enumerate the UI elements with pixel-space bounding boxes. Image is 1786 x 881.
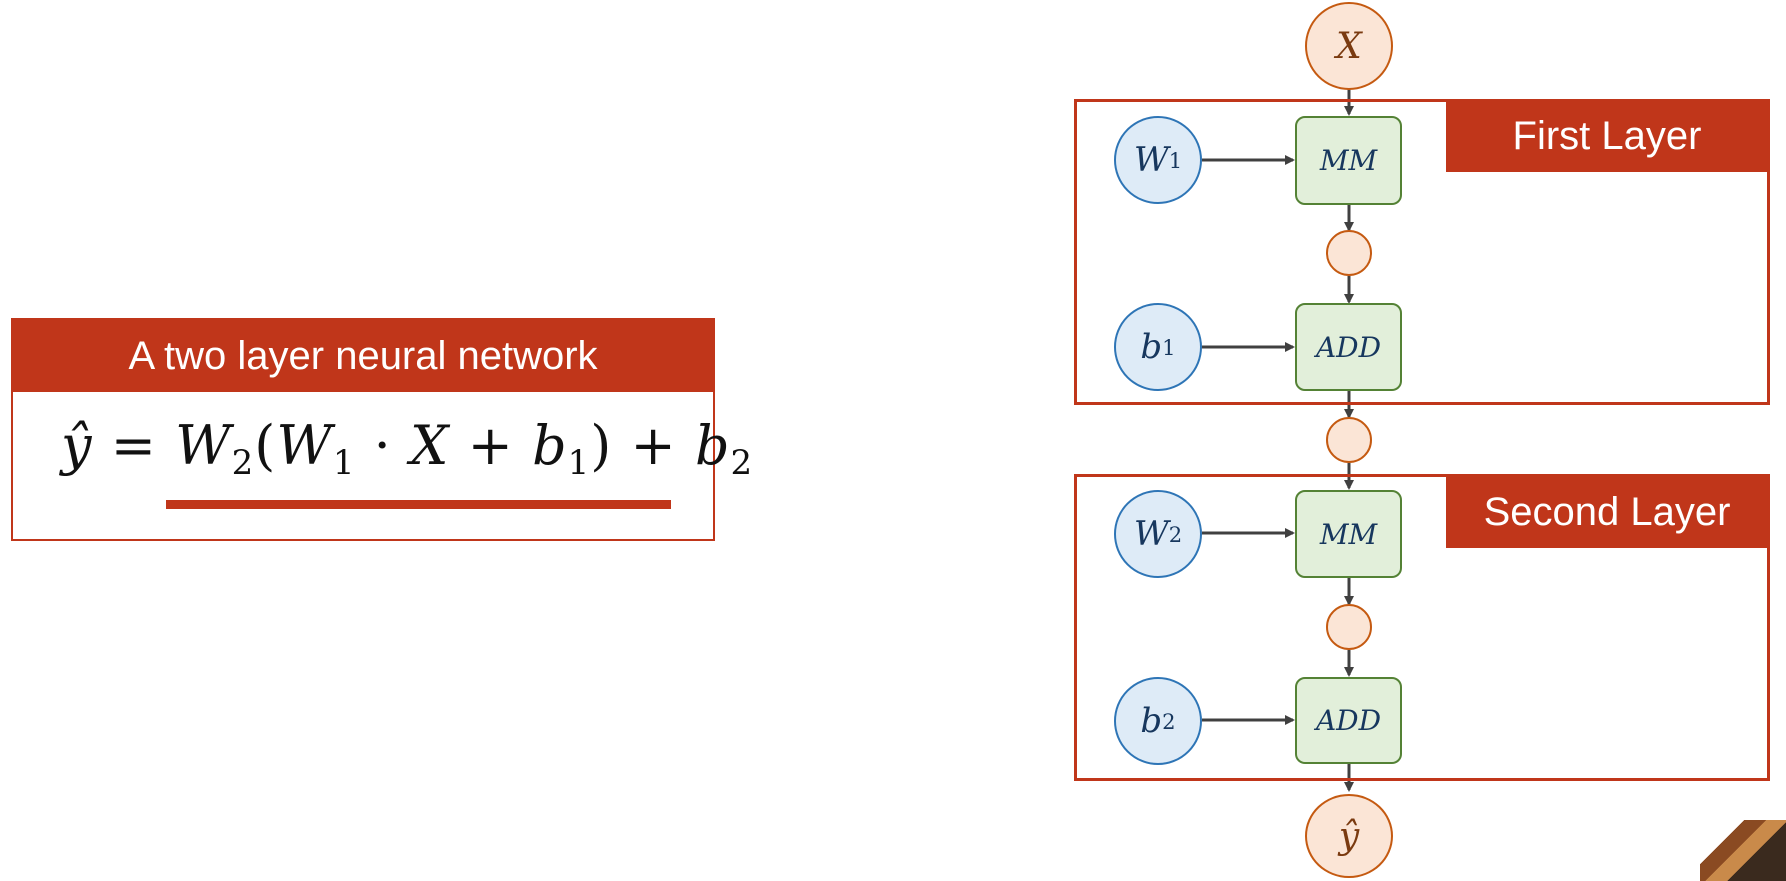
eq-close-paren: )	[590, 414, 613, 477]
eq-plus-2: +	[630, 414, 677, 477]
input-x-label: X	[1336, 25, 1362, 67]
eq-w1-sub: 1	[332, 443, 356, 483]
eq-w2-sub: 2	[231, 443, 255, 483]
eq-equals: =	[110, 414, 157, 477]
formula-title: A two layer neural network	[13, 320, 713, 392]
eq-b1-sub: 1	[567, 443, 591, 483]
eq-open-paren: (	[254, 414, 277, 477]
w1-label: W	[1133, 140, 1169, 180]
eq-b1: b	[532, 414, 568, 477]
mm1-label: MM	[1319, 144, 1378, 177]
eq-w1: W	[276, 414, 333, 477]
first-layer-box	[1074, 99, 1770, 405]
formula-underline	[166, 500, 671, 509]
formula-card: A two layer neural network ŷ = W2(W1 · X…	[11, 318, 752, 541]
add1-node: ADD	[1295, 303, 1402, 391]
hidden-node-3	[1326, 604, 1372, 650]
eq-w2: W	[175, 414, 232, 477]
formula-body: ŷ = W2(W1 · X + b1) + b2	[13, 392, 752, 539]
eq-b2-sub: 2	[730, 443, 754, 483]
hidden-node-2	[1326, 417, 1372, 463]
corner-thumbnail-image	[1700, 820, 1786, 881]
w2-label: W	[1133, 514, 1169, 554]
b2-label: b	[1140, 701, 1163, 741]
b1-label: b	[1140, 327, 1163, 367]
output-yhat-node: ŷ	[1305, 794, 1393, 878]
eq-x: X	[410, 414, 450, 477]
eq-yhat: ŷ	[61, 414, 93, 477]
first-layer-title: First Layer	[1446, 100, 1768, 172]
add1-label: ADD	[1315, 330, 1382, 364]
b1-sub: 1	[1162, 334, 1176, 360]
mm2-label: MM	[1319, 517, 1378, 551]
w1-sub: 1	[1168, 147, 1183, 173]
input-x-node: X	[1305, 2, 1393, 90]
mm1-node: MM	[1295, 116, 1402, 205]
add2-node: ADD	[1295, 677, 1402, 764]
formula-equation: ŷ = W2(W1 · X + b1) + b2	[61, 414, 753, 483]
hidden-node-1	[1326, 230, 1372, 276]
add2-label: ADD	[1315, 704, 1382, 737]
second-layer-title: Second Layer	[1446, 476, 1768, 548]
mm2-node: MM	[1295, 490, 1402, 578]
eq-plus-1: +	[467, 414, 514, 477]
eq-dot: ·	[373, 414, 392, 477]
eq-b2: b	[694, 414, 731, 477]
output-yhat-label: ŷ	[1338, 815, 1360, 857]
b2-sub: 2	[1162, 708, 1176, 734]
w2-sub: 2	[1168, 521, 1183, 547]
second-layer-box	[1074, 474, 1770, 781]
